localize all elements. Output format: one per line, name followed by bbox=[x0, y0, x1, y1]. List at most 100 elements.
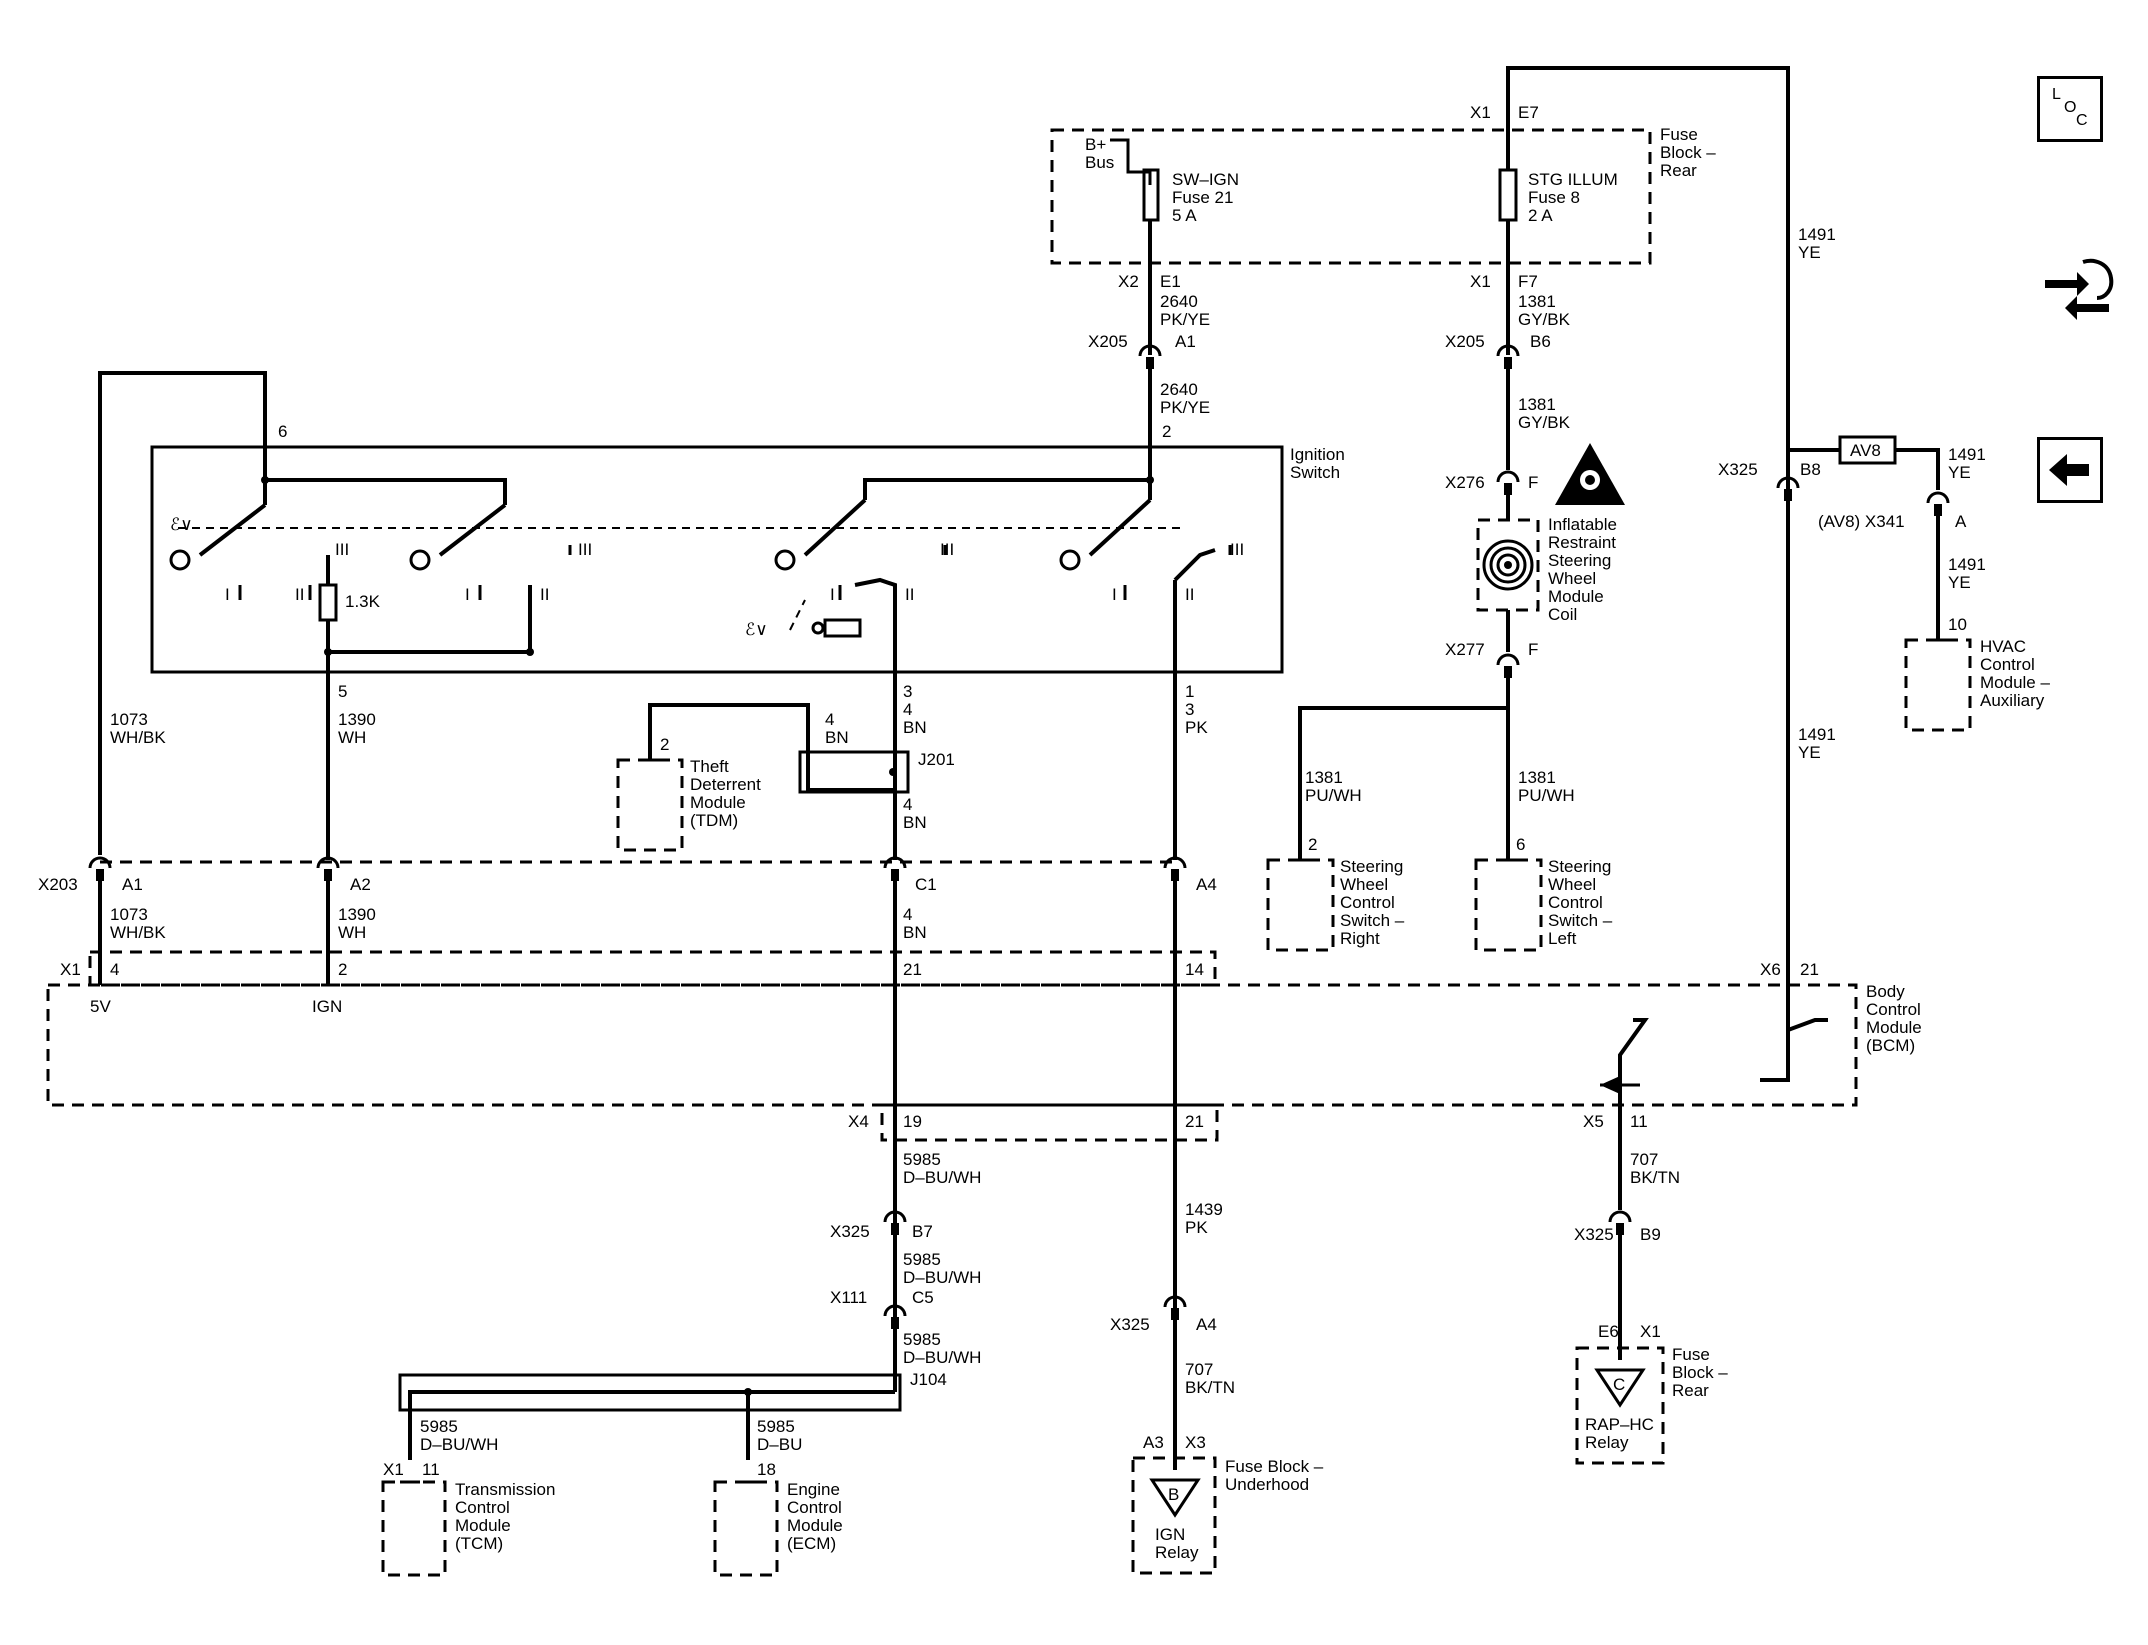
sw3-pos-i: I bbox=[830, 585, 835, 604]
conn-f7: F7 bbox=[1518, 272, 1538, 291]
wire-resistor-bottom bbox=[326, 585, 532, 654]
back-arrow-icon[interactable] bbox=[2037, 437, 2103, 503]
key-symbol-1: ℰ∨ bbox=[170, 515, 193, 534]
pin-bcm-4: 4 bbox=[110, 960, 119, 979]
bcm-x4-header bbox=[880, 1103, 1219, 1142]
wire-av8-out bbox=[1895, 448, 1940, 490]
x205-b6-connector bbox=[1496, 344, 1520, 357]
conn-x2-a3: A3 bbox=[1143, 1433, 1164, 1452]
wire-4bn-tdm bbox=[648, 703, 893, 792]
pin-bcm-2: 2 bbox=[338, 960, 347, 979]
pin-bcm-19: 19 bbox=[903, 1112, 922, 1131]
fuse-block-underhood-label: Fuse Block –Underhood bbox=[1225, 1457, 1324, 1494]
conn-j104: J104 bbox=[910, 1370, 947, 1389]
ignition-switch-section-4 bbox=[1059, 498, 1232, 600]
tdm-outline bbox=[616, 758, 684, 852]
ignition-switch-section-2 bbox=[409, 503, 572, 600]
conn-e7: E7 bbox=[1518, 103, 1539, 122]
fuse-block-rear-outline bbox=[1050, 128, 1652, 265]
conn-x325-b7: X325 bbox=[830, 1222, 870, 1241]
x276-connector bbox=[1496, 470, 1520, 483]
wire-5985-tcm bbox=[408, 1390, 895, 1460]
sw3-pos-ii: II bbox=[905, 585, 914, 604]
conn-b6: B6 bbox=[1530, 332, 1551, 351]
key-icon bbox=[811, 618, 862, 638]
sw1-pos-i: I bbox=[225, 585, 230, 604]
conn-j201: J201 bbox=[918, 750, 955, 769]
conn-b9: B9 bbox=[1640, 1225, 1661, 1244]
x325-a4-connector bbox=[1163, 1295, 1187, 1308]
loc-icon[interactable]: L O C bbox=[2037, 76, 2103, 142]
hvac-module-outline bbox=[1904, 638, 1972, 732]
conn-e6: X1 bbox=[1640, 1322, 1661, 1341]
conn-b8: B8 bbox=[1800, 460, 1821, 479]
pin-bcm-21b: 21 bbox=[1800, 960, 1819, 979]
pin-bcm-14: 14 bbox=[1185, 960, 1204, 979]
loc-letter-l: L bbox=[2052, 86, 2061, 103]
bcm-output-switch bbox=[1618, 1018, 1649, 1070]
conn-x341-a: A bbox=[1955, 512, 1967, 531]
stg-illum-fuse-symbol bbox=[1498, 168, 1518, 222]
pin-tdm-2: 2 bbox=[660, 735, 669, 754]
conn-x6-bcm: X6 bbox=[1760, 960, 1781, 979]
conn-x325-a4: X325 bbox=[1110, 1315, 1150, 1334]
pin-bcm-11: 11 bbox=[1630, 1112, 1648, 1131]
sw1-pos-iii: III bbox=[335, 540, 349, 559]
x325-b7-connector bbox=[883, 1210, 907, 1223]
conn-x277: X277 bbox=[1445, 640, 1485, 659]
conn-x1-e7: X1 bbox=[1470, 103, 1491, 122]
conn-x205-b: X205 bbox=[1445, 332, 1485, 351]
b-plus-bus-line bbox=[1110, 138, 1152, 185]
connector-view-icon[interactable] bbox=[2037, 248, 2117, 328]
loc-letter-o: O bbox=[2064, 99, 2076, 116]
conn-x277-f: F bbox=[1528, 640, 1538, 659]
bcm-ign-label: IGN bbox=[312, 997, 342, 1016]
rap-relay-outline bbox=[1575, 1346, 1665, 1465]
rap-relay-triangle bbox=[1594, 1368, 1646, 1408]
x277-connector bbox=[1496, 653, 1520, 666]
ign-relay-outline bbox=[1131, 1456, 1217, 1575]
switch1-bus bbox=[265, 478, 507, 505]
x341-connector bbox=[1926, 491, 1950, 504]
x203-terminals bbox=[88, 856, 1187, 881]
wire-1073-top bbox=[98, 371, 267, 855]
conn-a4: A4 bbox=[1196, 875, 1217, 894]
pin-bcm-21: 21 bbox=[903, 960, 922, 979]
x325-b9-connector bbox=[1608, 1210, 1632, 1223]
resistor-label: 1.3K bbox=[345, 592, 381, 611]
conn-x111: X111 bbox=[830, 1288, 867, 1307]
conn-x1-f7: X1 bbox=[1470, 272, 1491, 291]
key-symbol-2: ℰ∨ bbox=[745, 620, 768, 639]
conn-x205-a: X205 bbox=[1088, 332, 1128, 351]
conn-e1: E1 bbox=[1160, 272, 1181, 291]
pin-sw-1: 1 bbox=[1185, 682, 1194, 701]
conn-x325-b9: X325 bbox=[1574, 1225, 1614, 1244]
